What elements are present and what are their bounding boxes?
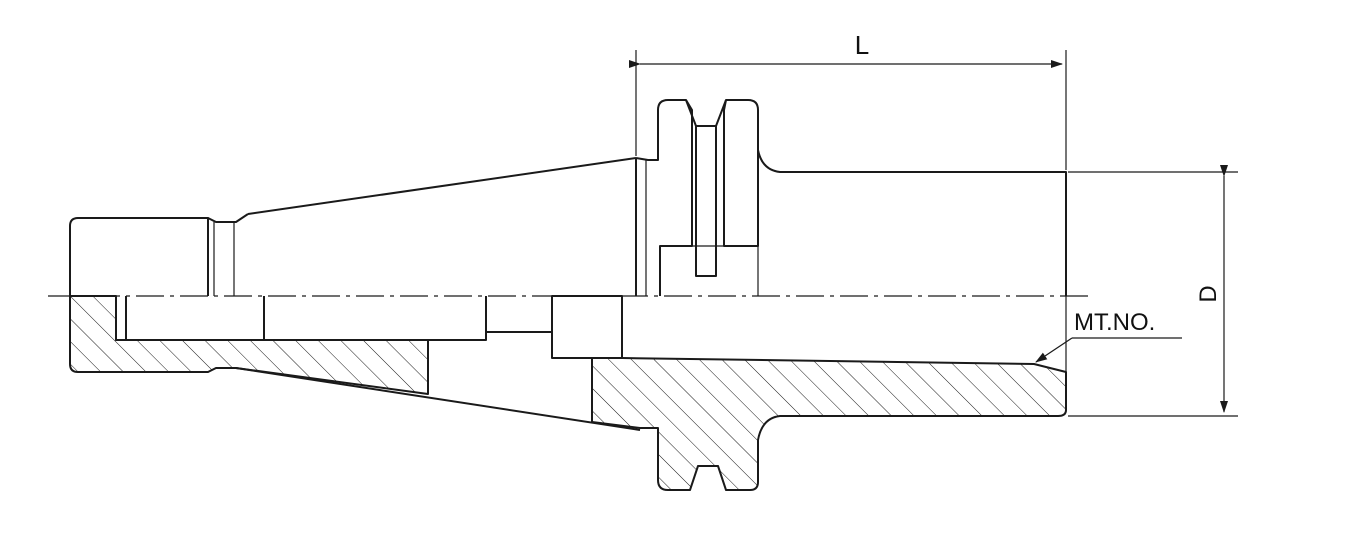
dimension-diameter bbox=[1068, 165, 1238, 417]
neck-upper bbox=[207, 213, 249, 223]
lower-section bbox=[69, 295, 1067, 491]
flange-right-upper bbox=[723, 99, 759, 247]
taper-upper bbox=[247, 157, 637, 215]
taper-lower bbox=[235, 367, 641, 431]
collet-nose-upper bbox=[69, 217, 209, 296]
dimension-length bbox=[629, 50, 1067, 170]
flange-upper bbox=[635, 99, 693, 296]
diameter-label: D bbox=[1195, 285, 1222, 302]
taper-leader bbox=[1035, 337, 1182, 363]
leader-arrow bbox=[1035, 337, 1073, 363]
taper-label: MT.NO. bbox=[1074, 309, 1155, 336]
length-label: L bbox=[855, 30, 869, 60]
shank-upper bbox=[757, 149, 1067, 296]
upper-outline bbox=[69, 99, 1067, 296]
key-slot bbox=[695, 125, 717, 277]
body-section bbox=[591, 357, 1067, 491]
nose-section bbox=[69, 295, 429, 395]
